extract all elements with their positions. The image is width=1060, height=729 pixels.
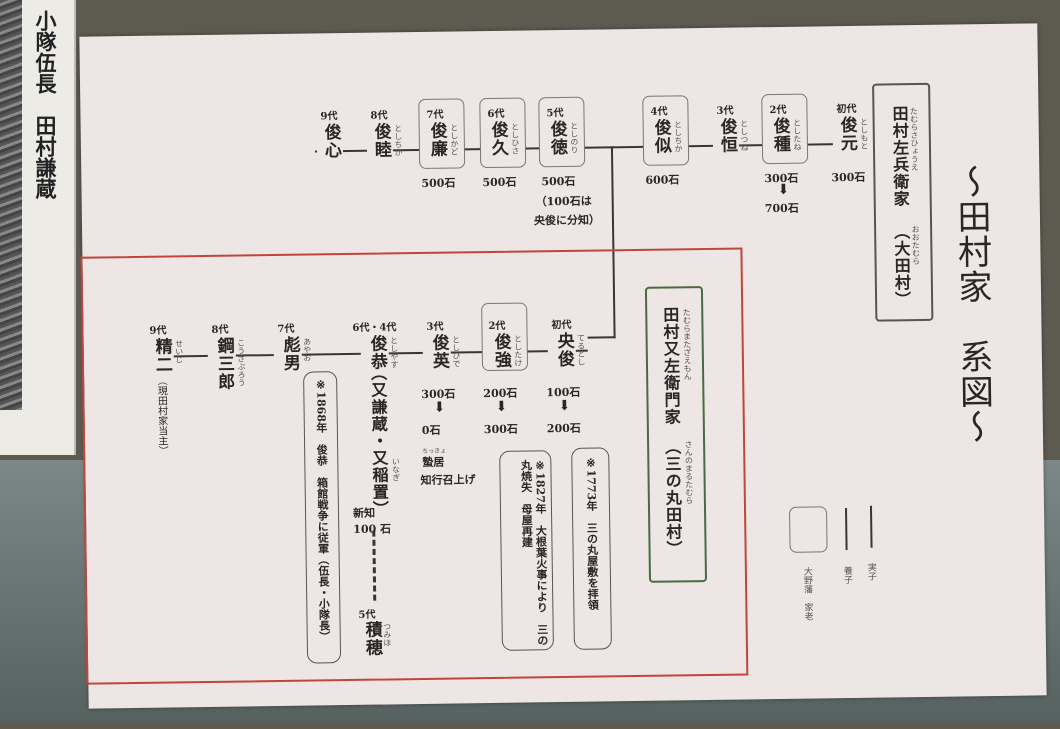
person-name: 彪男 [279,335,301,372]
koku-value-after: 700石 [764,201,799,216]
generation-label: 7代 [426,109,444,121]
note-text: ※1868年 俊恭 箱館戦争に従軍（伍長・小隊長） [314,378,331,643]
generation-label: 9代 [320,111,338,123]
person-ruby: としひさ [510,122,521,155]
generation-label: 8代 [211,324,229,336]
note-1868: ※1868年 俊恭 箱館戦争に従軍（伍長・小隊長） [303,371,342,664]
generation-label: 9代 [149,325,167,337]
gen5-label: 5代 [358,609,376,621]
down-arrow-icon: ⬇ [433,399,446,416]
lower-village: （三の丸田村） [662,438,683,558]
koku-value-after: 300石 [483,422,518,437]
lower-house-ruby: たむらまたざえもん [682,308,693,381]
person-ruby: としのり [569,121,580,154]
person-ruby: としちか [673,120,684,153]
down-arrow-icon: ⬇ [777,181,790,198]
koku-value: 500石 [482,175,517,190]
person-ruby: としもと [859,117,870,150]
legend-single-label: 実子 [865,562,877,581]
koku-value: 500石 [421,176,456,190]
person-name: 俊強 [490,332,512,370]
generation-label: 8代 [370,110,388,122]
generation-label: 3代 [426,321,444,333]
generation-label: 初代 [551,319,572,332]
koku-value: 100 石 [353,522,392,536]
generation-label: 2代 [769,104,787,117]
legend-double-label: 養子 [841,565,853,585]
note-1827: ※1827年 大根葉火事により 三の丸焼失 母屋再建 [499,450,554,651]
person-alias: （又謙蔵・又稲置） [367,364,390,518]
upper-house-ruby: たむらさひょうえ [909,107,920,172]
koku-label: 新知 [352,506,376,520]
person-ruby: としちか [393,124,404,157]
note-1773: ※1773年 三の丸屋敷を拝領 [571,447,612,650]
person-note: （現田村家当主） [155,375,168,456]
plaque-text: 小隊伍長 田村謙蔵 [33,10,58,199]
person-name: 精二 [151,337,173,374]
note-text: ※1827年 大根葉火事により 三の丸焼失 母屋再建 [519,459,549,647]
legend-double-line [845,508,848,551]
upper-village-ruby: おおたむら [911,225,921,266]
extra-text: 蟄居 [422,455,445,469]
name-plaque: 小隊伍長 田村謙蔵 [0,0,76,455]
generation-label: 5代 [546,107,564,120]
legend-single-line [869,505,873,548]
person-name: 俊心 [320,123,342,160]
person-name: 俊似 [650,118,672,155]
koku-value: 300石 [831,170,866,185]
person-ruby: てるとし [576,333,586,366]
person-name: 俊徳 [546,119,568,157]
person-name: 鋼三郎 [213,336,235,391]
person-ruby: せいじ [174,339,184,364]
extra-text: 知行召上げ [420,473,476,487]
person-name: 俊種 [769,116,791,154]
person-ruby: こうざぶろう [236,338,247,387]
lower-village-ruby: さんのまるたむら [684,440,694,505]
person-name: 俊英 [428,333,450,370]
photo-strip [0,0,22,410]
legend-box-label: 大野藩 家老 [801,566,813,621]
legend-box-symbol [788,506,828,553]
generation-label: 6代 [487,108,505,121]
person-name: 俊久 [487,120,509,158]
person-name: 央俊 [553,331,575,369]
generation-label: 6代・4代 [352,322,397,334]
person-ruby: としかど [449,123,460,156]
person-name: 俊睦 [370,122,392,159]
koku-note: 央俊に分知） [533,213,601,228]
person-ruby: としつね [739,119,750,152]
person-name: 俊廉 [426,121,448,158]
person-ruby: としたね [792,118,803,151]
down-arrow-icon: ⬇ [558,397,571,415]
koku-value: 600石 [645,173,680,187]
note-text: ※1773年 三の丸屋敷を拝領 [584,456,600,611]
lower-house-name: 田村又左衛門家 [660,306,681,426]
person-name: 俊恒 [716,117,738,154]
koku-value: 500石 [541,174,576,189]
down-arrow-icon: ⬇ [495,398,508,415]
lower-house-scroll: 田村又左衛門家 たむらまたざえもん （三の丸田村） さんのまるたむら [644,286,708,583]
alias-ruby: いなぎ [391,457,401,482]
upper-house-scroll: 田村左兵衛家 たむらさひょうえ （大田村） おおたむら [872,82,934,322]
person-ruby: としたけ [513,334,524,367]
generation-label: 7代 [277,323,295,335]
koku-value-after: 200石 [546,421,581,436]
generation-label: 初代 [836,103,857,116]
generation-label: 4代 [650,106,668,118]
gen5-ruby: つみほ [382,622,392,647]
koku-note: （100石は [535,194,592,209]
person-ruby: としひで [451,335,462,368]
person-ruby: としやす [389,336,400,369]
generation-label: 2代 [488,320,506,333]
person-name: 俊元 [836,115,858,153]
koku-value-after: 0石 [421,423,441,437]
chart-title: 〜田村家 系図〜 [950,164,995,445]
generation-label: 3代 [716,105,734,117]
person-ruby: あやお [302,337,312,362]
